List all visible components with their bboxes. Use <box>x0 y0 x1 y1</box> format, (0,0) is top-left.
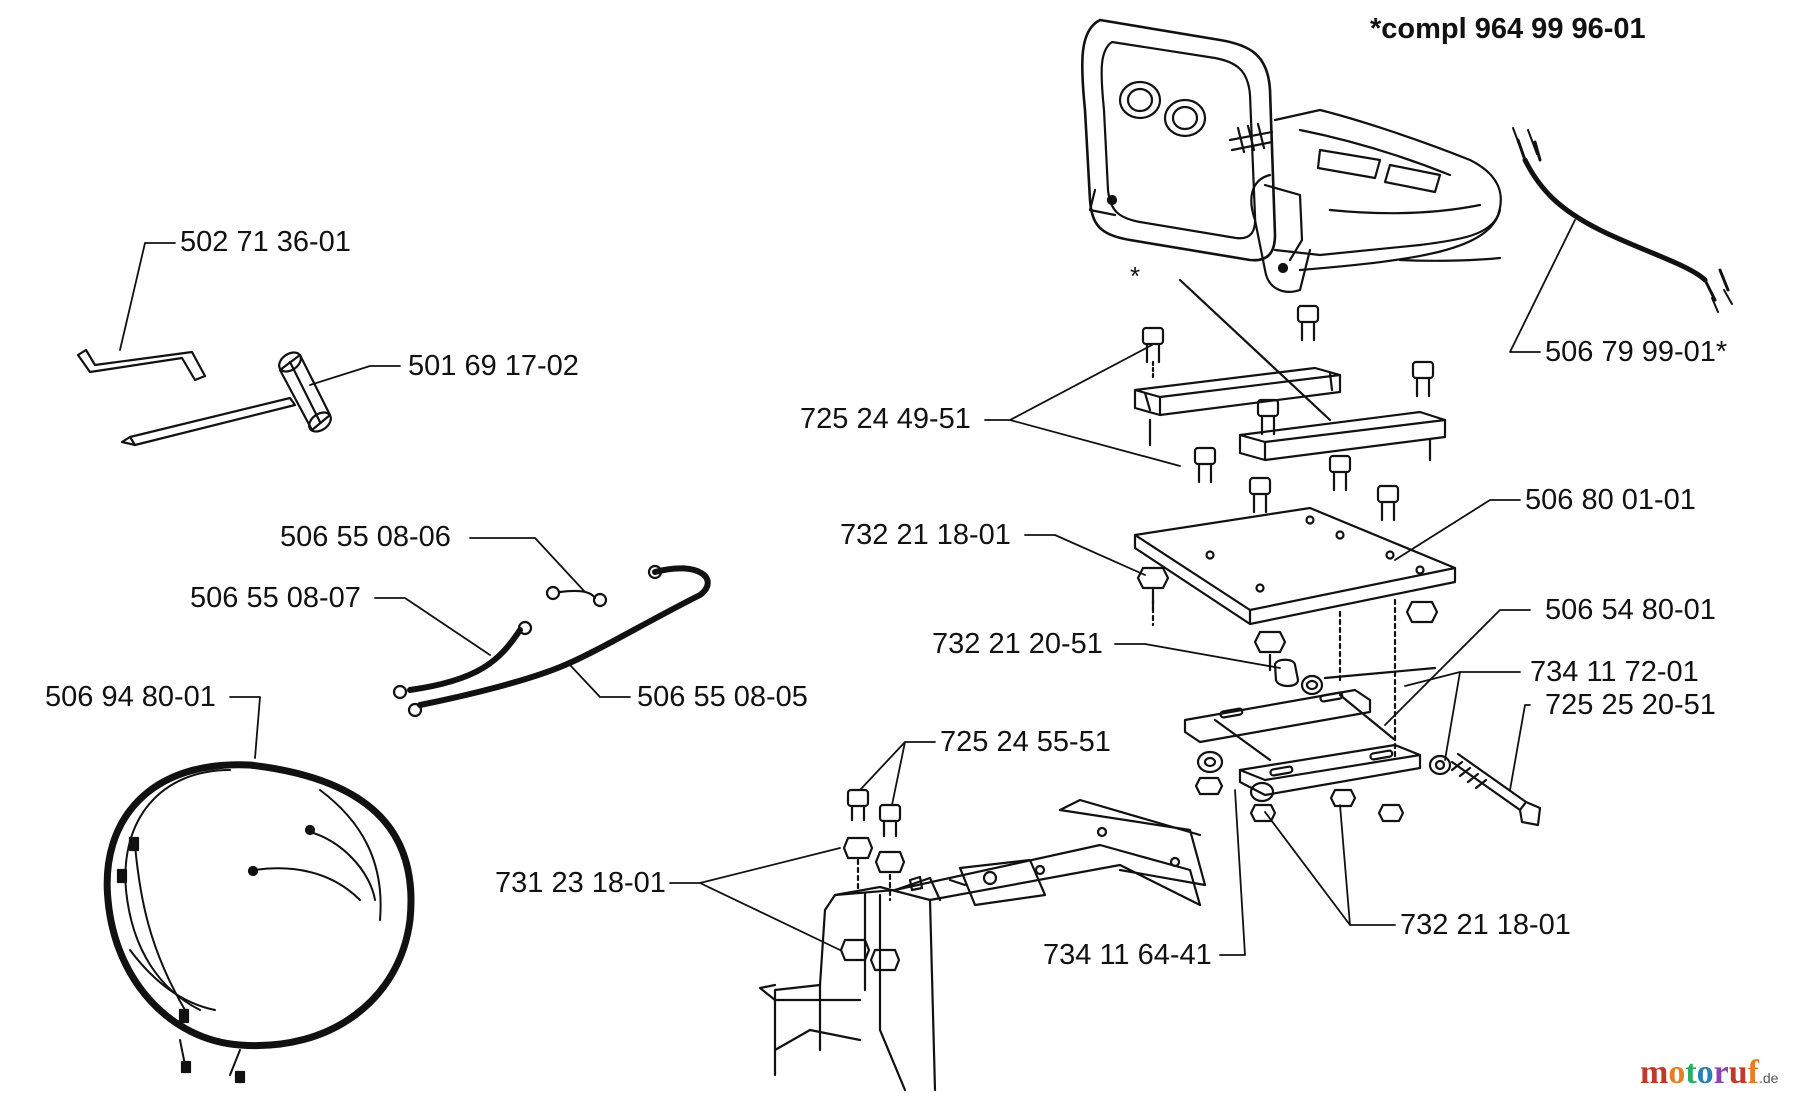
label-725-24-49-51: 725 24 49-51 <box>800 403 971 435</box>
label-732-21-18-01-top: 732 21 18-01 <box>840 519 1011 551</box>
watermark-brand-text: motoruf <box>1640 1054 1759 1091</box>
seat-drawing <box>1080 18 1502 293</box>
seat-rails-drawing <box>1133 278 1447 462</box>
spark-plug-wrench-drawing <box>120 351 332 447</box>
label-506-54-80-01: 506 54 80-01 <box>1545 594 1716 626</box>
label-501-69-17-02: 501 69 17-02 <box>408 350 579 382</box>
slide-bracket-drawing <box>1183 688 1542 827</box>
label-731-23-18-01: 731 23 18-01 <box>495 867 666 899</box>
watermark-letter: o <box>1696 1054 1714 1091</box>
seat-plate-drawing <box>1133 446 1457 762</box>
watermark-tld-text: .de <box>1759 1070 1779 1086</box>
label-734-11-72-01: 734 11 72-01 <box>1530 656 1699 688</box>
watermark-letter: m <box>1640 1054 1669 1091</box>
complete-assembly-note: *compl 964 99 96-01 <box>1370 13 1646 45</box>
seat-asterisk-marker: * <box>1130 261 1141 291</box>
label-506-55-08-07: 506 55 08-07 <box>190 582 361 614</box>
leader-lines <box>119 219 1576 956</box>
battery-cables-drawing <box>392 564 711 718</box>
label-506-55-08-06: 506 55 08-06 <box>280 521 451 553</box>
label-502-71-36-01: 502 71 36-01 <box>180 226 351 258</box>
watermark-letter: t <box>1685 1054 1697 1091</box>
label-732-21-20-51: 732 21 20-51 <box>932 628 1103 660</box>
watermark-letter: r <box>1713 1054 1729 1091</box>
label-506-80-01-01: 506 80 01-01 <box>1525 484 1696 516</box>
label-506-94-80-01: 506 94 80-01 <box>45 681 216 713</box>
hex-key-drawing <box>76 348 207 382</box>
label-725-24-55-51: 725 24 55-51 <box>940 726 1111 758</box>
watermark-letter: o <box>1668 1054 1686 1091</box>
frame-drawing <box>758 788 1207 1092</box>
watermark-letter: u <box>1728 1054 1748 1091</box>
motoruf-watermark: motoruf.de <box>1640 1056 1778 1090</box>
label-734-11-64-41: 734 11 64-41 <box>1043 939 1212 971</box>
label-506-79-99-01: 506 79 99-01* <box>1545 336 1728 368</box>
watermark-letter: f <box>1747 1054 1759 1091</box>
label-725-25-20-51: 725 25 20-51 <box>1545 689 1716 721</box>
seat-switch-cable-drawing <box>1512 127 1733 313</box>
label-732-21-18-01-bottom: 732 21 18-01 <box>1400 909 1571 941</box>
bushing-drawing <box>1273 658 1437 696</box>
wiring-harness-drawing <box>103 761 415 1084</box>
label-506-55-08-05: 506 55 08-05 <box>637 681 808 713</box>
